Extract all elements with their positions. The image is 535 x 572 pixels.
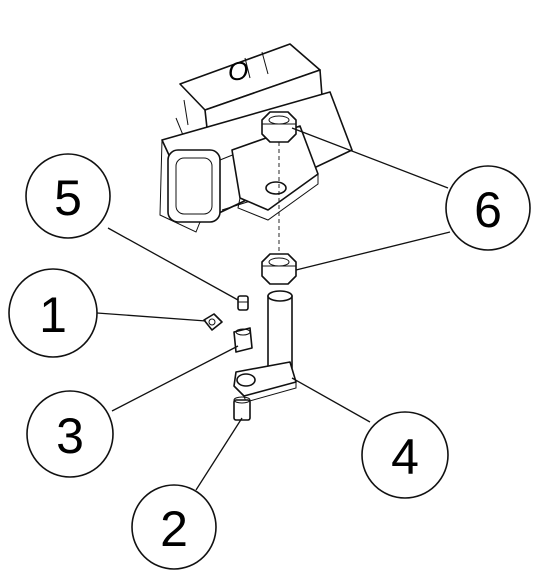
- svg-text:1: 1: [39, 287, 67, 343]
- callout-3: 3: [26, 390, 114, 478]
- fitting-3: [233, 327, 253, 353]
- upper-hex-nut: [261, 111, 297, 143]
- fitting-5: [237, 295, 249, 311]
- pivot-post: [233, 290, 297, 403]
- fitting-2: [233, 396, 251, 421]
- svg-text:4: 4: [391, 429, 419, 485]
- leader-6a: [291, 127, 449, 189]
- svg-text:5: 5: [54, 170, 82, 226]
- callout-5: 5: [25, 153, 111, 239]
- callout-2: 2: [131, 484, 217, 570]
- callout-1: 1: [8, 268, 98, 358]
- callout-4: 4: [361, 411, 449, 499]
- leader-6b: [295, 231, 451, 271]
- lower-hex-nut: [261, 253, 297, 285]
- svg-text:3: 3: [56, 408, 84, 464]
- leader-5: [107, 227, 239, 301]
- leader-1: [96, 312, 207, 322]
- frame-tube: O: [159, 43, 353, 233]
- svg-text:2: 2: [160, 501, 188, 557]
- callout-6: 6: [445, 165, 531, 251]
- svg-text:6: 6: [474, 182, 502, 238]
- leader-4: [291, 377, 371, 423]
- fitting-1: [203, 313, 223, 331]
- leader-3: [111, 345, 239, 412]
- frame-marking: O: [228, 56, 248, 86]
- leader-2: [195, 417, 243, 491]
